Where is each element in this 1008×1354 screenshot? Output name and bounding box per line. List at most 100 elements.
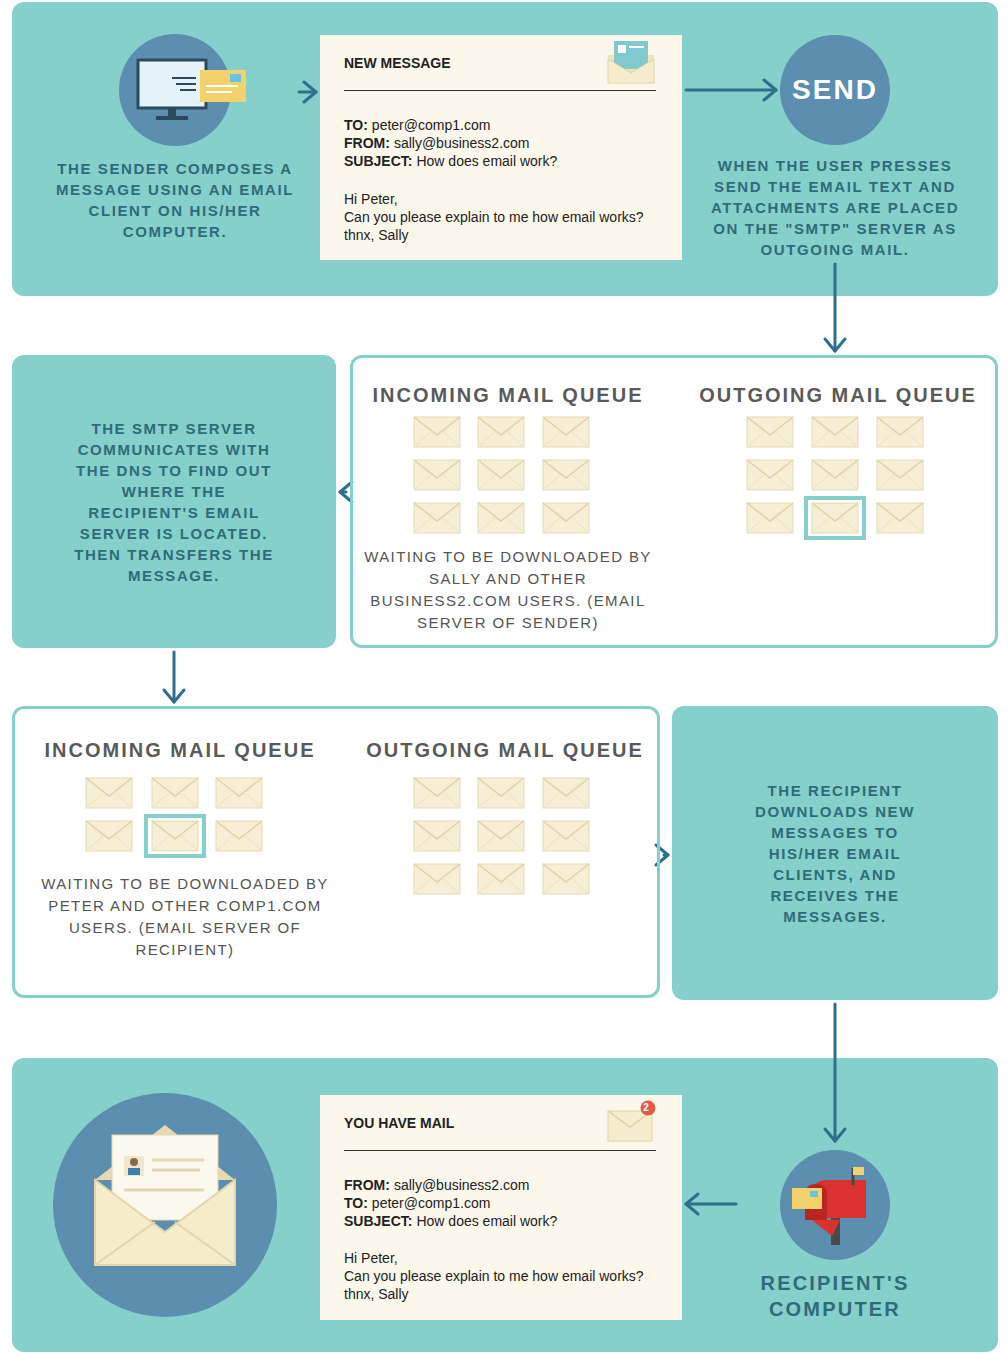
queue-note: WAITING TO BE DOWNLOADED BY SALLY AND OT… xyxy=(358,546,658,634)
header-line: SUBJECT:How does email work? xyxy=(344,1213,557,1229)
message-body: Hi Peter, xyxy=(344,191,398,207)
step-caption: RECIPIENT'S COMPUTER xyxy=(740,1145,930,1322)
open-envelope-icon xyxy=(53,1093,277,1317)
step-caption: THE SENDER COMPOSES A MESSAGE USING AN E… xyxy=(55,30,295,242)
message-body: thnx, Sally xyxy=(344,227,409,243)
envelope xyxy=(86,778,132,808)
mail-server-box: INCOMING MAIL QUEUE WAITING TO BE DOWNLOA… xyxy=(350,355,998,648)
flow-arrow xyxy=(299,82,316,102)
envelope xyxy=(877,417,923,447)
mail-server-box: INCOMING MAIL QUEUE WAITING TO BE DOWNLOA… xyxy=(12,706,660,998)
field-value: peter@comp1.com xyxy=(372,1195,490,1211)
field-value: How does email work? xyxy=(416,153,557,169)
envelope xyxy=(478,821,524,851)
queue-heading: OUTGOING MAIL QUEUE xyxy=(683,384,993,407)
header-line: FROM:sally@business2.com xyxy=(344,1177,530,1193)
queue-note: WAITING TO BE DOWNLOADED BY PETER AND OT… xyxy=(25,873,345,961)
envelope xyxy=(747,460,793,490)
highlight-box xyxy=(806,498,864,538)
message-body: Can you please explain to me how email w… xyxy=(344,1268,644,1284)
process-box: THE RECIPIENT DOWNLOADS NEW MESSAGES TO … xyxy=(672,706,998,1000)
message-card: NEW MESSAGE TO:peter@comp1.comFROM:sally@… xyxy=(320,35,682,260)
flow-arrow xyxy=(686,1194,736,1214)
field-value: sally@business2.com xyxy=(394,1177,530,1193)
header-line: TO:peter@comp1.com xyxy=(344,117,490,133)
envelope xyxy=(414,503,460,533)
message-body: Hi Peter, xyxy=(344,1250,398,1266)
field-label: TO: xyxy=(344,1195,368,1211)
message-body: Can you please explain to me how email w… xyxy=(344,209,644,225)
field-label: SUBJECT: xyxy=(344,153,412,169)
envelope xyxy=(152,821,198,851)
mail-icon xyxy=(606,1099,658,1145)
envelope xyxy=(747,503,793,533)
computer-icon xyxy=(119,34,246,146)
mail-icon xyxy=(606,39,658,85)
envelope xyxy=(478,417,524,447)
field-value: sally@business2.com xyxy=(394,135,530,151)
caption-text: THE SENDER COMPOSES A MESSAGE USING AN E… xyxy=(55,158,295,242)
button-label: SEND xyxy=(792,74,878,106)
divider-line xyxy=(344,90,656,91)
box-text: THE SMTP SERVER COMMUNICATES WITH THE DN… xyxy=(72,418,276,586)
queue-heading: INCOMING MAIL QUEUE xyxy=(25,739,335,762)
envelope xyxy=(152,778,198,808)
envelope xyxy=(543,417,589,447)
envelope xyxy=(543,778,589,808)
message-body: thnx, Sally xyxy=(344,1286,409,1302)
envelope xyxy=(747,417,793,447)
field-label: FROM: xyxy=(344,135,390,151)
divider-line xyxy=(344,1150,656,1151)
envelope xyxy=(478,503,524,533)
field-label: SUBJECT: xyxy=(344,1213,412,1229)
caption-text: RECIPIENT'S COMPUTER xyxy=(740,1270,930,1322)
envelope xyxy=(414,778,460,808)
envelope xyxy=(478,864,524,894)
envelope xyxy=(877,503,923,533)
envelope xyxy=(216,821,262,851)
process-box: THE SMTP SERVER COMMUNICATES WITH THE DN… xyxy=(12,355,336,648)
field-value: How does email work? xyxy=(416,1213,557,1229)
flow-arrow xyxy=(686,80,776,100)
step-caption: WHEN THE USER PRESSES SEND THE EMAIL TEX… xyxy=(700,155,970,260)
card-heading: YOU HAVE MAIL xyxy=(344,1115,454,1131)
flow-arrow xyxy=(825,264,845,351)
queue-heading: INCOMING MAIL QUEUE xyxy=(353,384,663,407)
envelope xyxy=(478,778,524,808)
caption-text: WHEN THE USER PRESSES SEND THE EMAIL TEX… xyxy=(700,155,970,260)
queue-heading: OUTGOING MAIL QUEUE xyxy=(350,739,660,762)
header-line: TO:peter@comp1.com xyxy=(344,1195,490,1211)
header-line: FROM:sally@business2.com xyxy=(344,135,530,151)
header-line: SUBJECT:How does email work? xyxy=(344,153,557,169)
field-value: peter@comp1.com xyxy=(372,117,490,133)
card-heading: NEW MESSAGE xyxy=(344,55,451,71)
highlight-box xyxy=(146,816,204,856)
envelope xyxy=(216,778,262,808)
envelope xyxy=(478,460,524,490)
envelope xyxy=(812,460,858,490)
envelope xyxy=(414,417,460,447)
flow-arrow xyxy=(825,1004,845,1141)
field-label: TO: xyxy=(344,117,368,133)
envelope xyxy=(543,503,589,533)
envelope xyxy=(414,864,460,894)
envelope xyxy=(543,460,589,490)
envelope xyxy=(877,460,923,490)
flow-arrow xyxy=(164,652,184,702)
box-text: THE RECIPIENT DOWNLOADS NEW MESSAGES TO … xyxy=(738,780,932,927)
envelope xyxy=(543,864,589,894)
badge-count: 2 xyxy=(638,1101,654,1115)
bottom-band xyxy=(12,1058,998,1352)
envelope xyxy=(414,821,460,851)
envelope xyxy=(543,821,589,851)
message-card: YOU HAVE MAIL FROM:sally@business2.comTO:… xyxy=(320,1095,682,1320)
top-band xyxy=(12,2,998,296)
envelope xyxy=(812,503,858,533)
envelope xyxy=(86,821,132,851)
send-button: SEND xyxy=(780,35,890,145)
mailbox-icon xyxy=(780,1150,890,1260)
field-label: FROM: xyxy=(344,1177,390,1193)
envelope xyxy=(414,460,460,490)
envelope xyxy=(812,417,858,447)
